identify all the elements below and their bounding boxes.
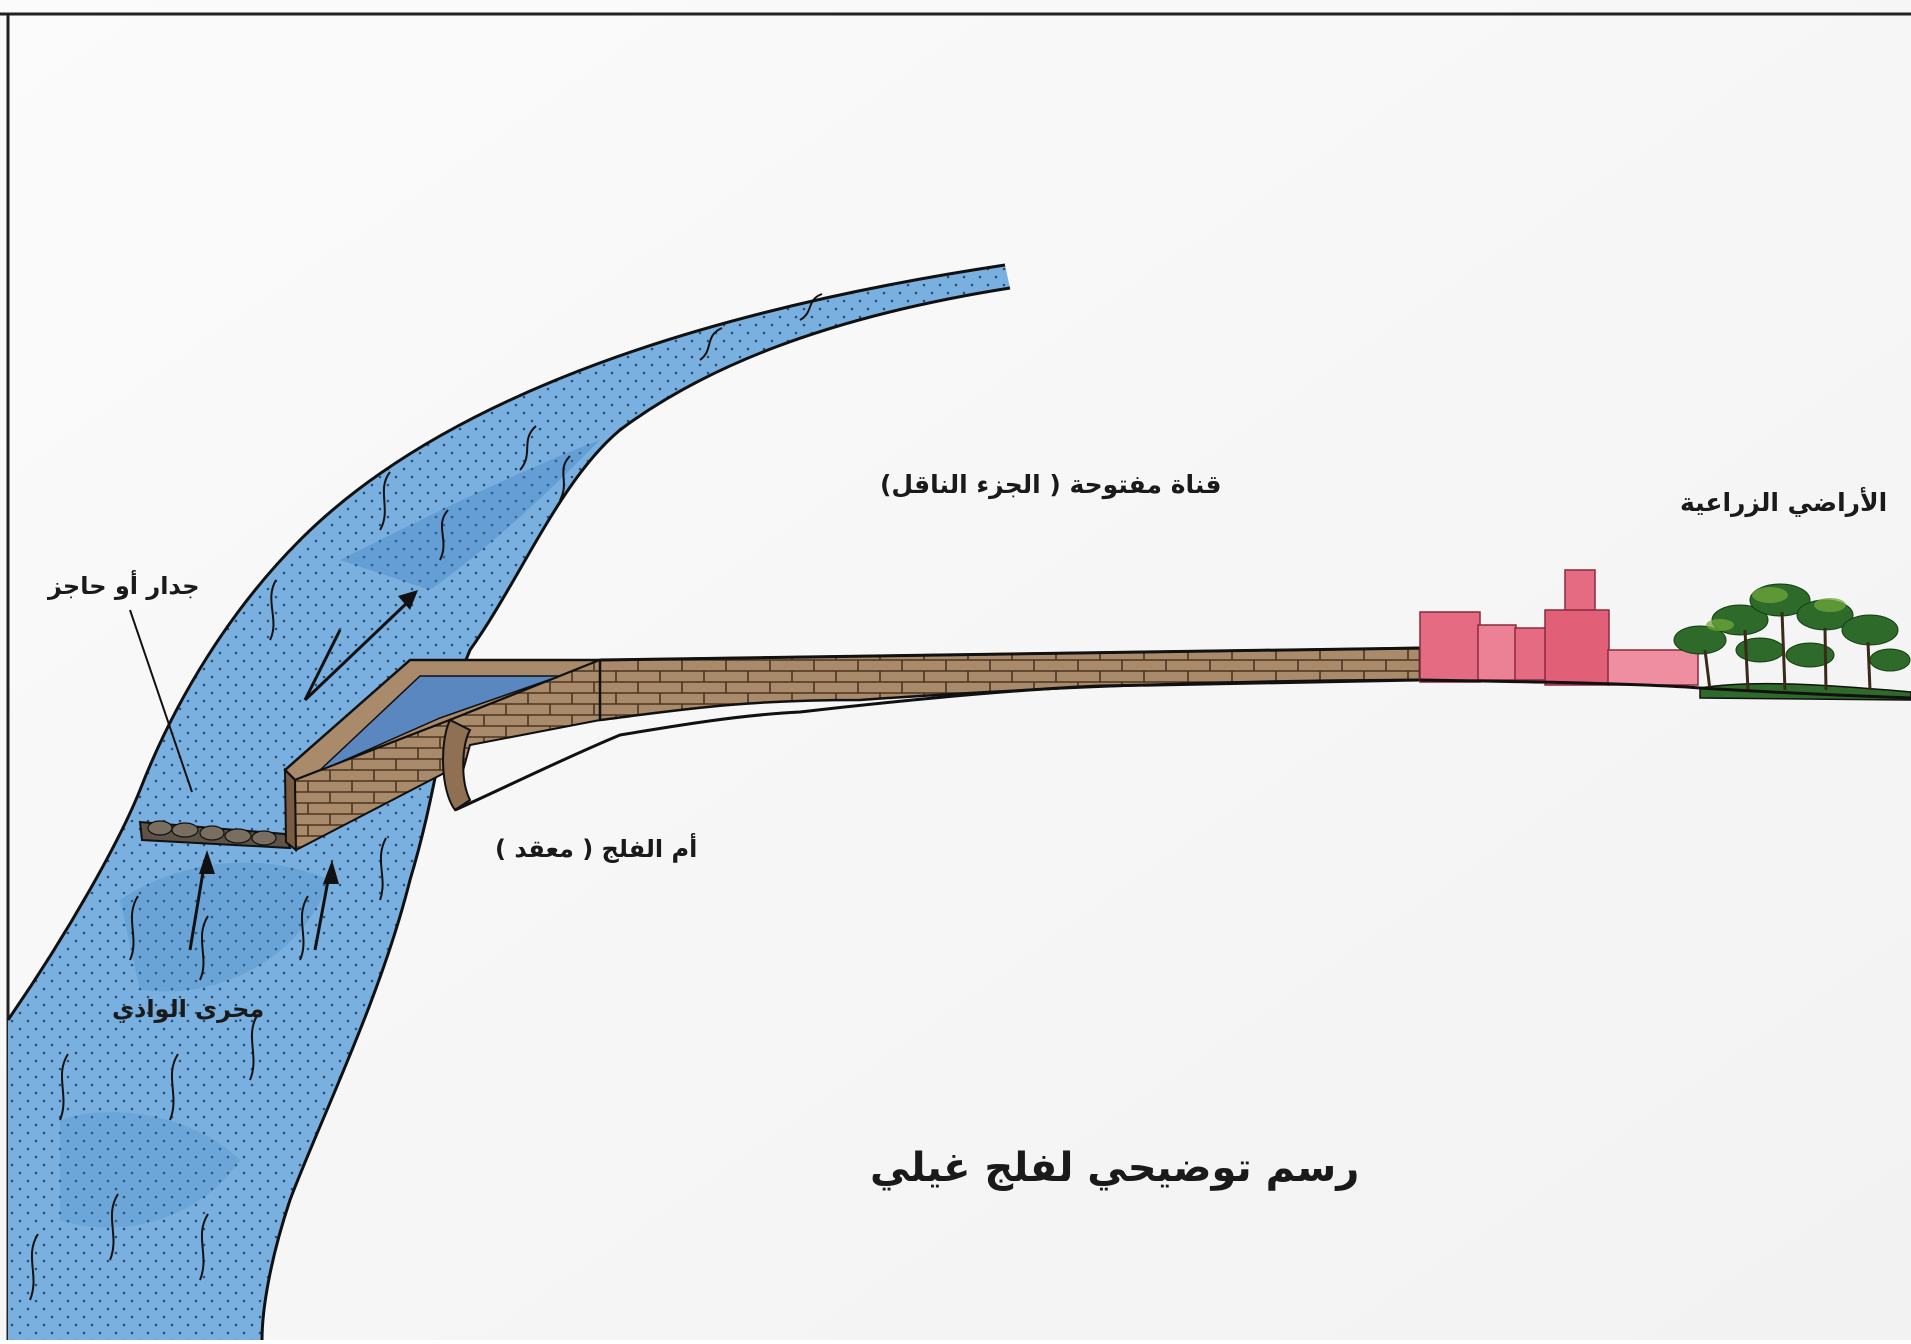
wall-barrier-label: جدار أو حاجز (48, 572, 200, 600)
agricultural-lands-label: الأراضي الزراعية (1680, 488, 1887, 517)
diagram-title: رسم توضيحي لفلج غيلي (870, 1145, 1359, 1191)
wadi-course-label: مجرى الوادي (112, 995, 264, 1023)
open-channel-label: قناة مفتوحة ( الجزء الناقل) (880, 470, 1221, 499)
mother-of-falaj-label: أم الفلج ( معقد ) (495, 835, 697, 863)
